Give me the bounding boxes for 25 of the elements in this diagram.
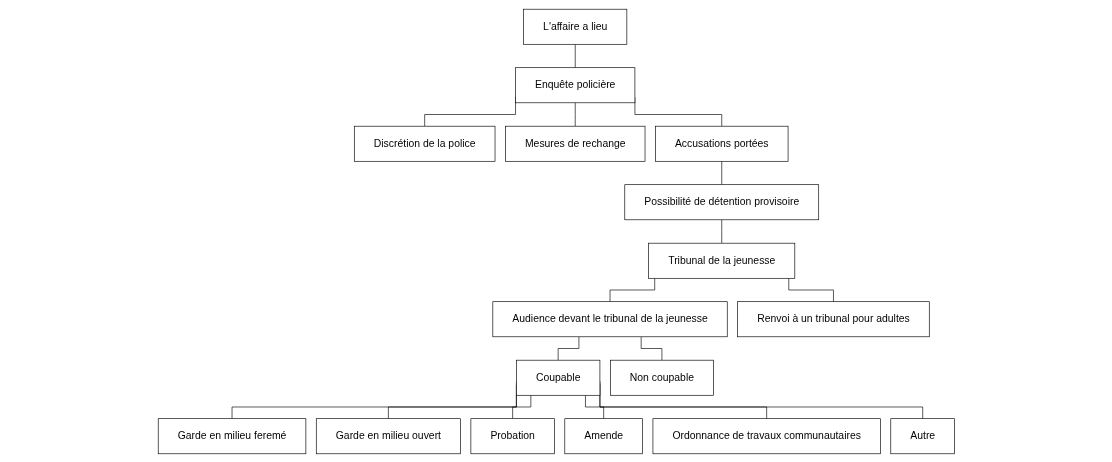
node-box: Amende xyxy=(564,417,643,454)
node-box: Discrétion de la police xyxy=(353,125,495,162)
node-box: Garde en milieu feremé xyxy=(157,417,306,454)
node-box: L'affaire a lieu xyxy=(522,8,627,45)
connector xyxy=(557,335,579,360)
node-box: Enquête policière xyxy=(514,66,635,103)
node-box: Ordonnance de travaux communautaires xyxy=(652,417,881,454)
node-box: Probation xyxy=(470,417,555,454)
node-box: Mesures de rechange xyxy=(504,125,645,162)
node-box: Autre xyxy=(890,417,955,454)
connector xyxy=(640,335,662,360)
connector xyxy=(511,394,531,419)
connector xyxy=(574,43,576,68)
node-box: Possibilité de détention provisoire xyxy=(624,183,819,220)
node-box: Renvoi à un tribunal pour adultes xyxy=(736,300,930,337)
connector xyxy=(721,160,722,185)
node-box: Audience devant le tribunal de la jeunesse xyxy=(492,300,728,337)
node-box: Garde en milieu ouvert xyxy=(315,417,461,454)
node-box: Tribunal de la jeunesse xyxy=(647,242,795,279)
node-box: Non coupable xyxy=(609,359,714,396)
node-box: Coupable xyxy=(515,359,600,396)
connector xyxy=(788,277,834,302)
connector xyxy=(584,394,604,419)
connector xyxy=(609,277,655,302)
node-box: Accusations portées xyxy=(654,125,788,162)
